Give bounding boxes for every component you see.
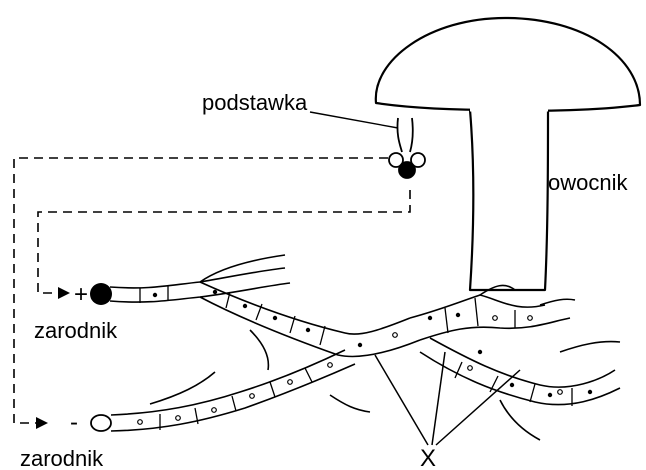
label-fruiting-body: owocnik	[548, 170, 628, 195]
hypha-side-2	[150, 372, 215, 404]
basidium-leader-line	[310, 112, 398, 128]
hypha-side-7	[330, 395, 370, 412]
arrowhead-plus	[58, 287, 70, 299]
spore-plus	[90, 283, 112, 305]
basidiospore-dark	[399, 162, 415, 178]
label-basidium: podstawka	[202, 90, 308, 115]
hypha-right-lower-edge	[420, 318, 570, 340]
arrowhead-minus	[36, 417, 48, 429]
mushroom-cap	[376, 18, 640, 111]
label-spore-top: zarodnik	[34, 318, 118, 343]
hypha-plus-branch-top	[200, 282, 410, 334]
hypha-side-1	[200, 255, 285, 282]
dashed-path-minus	[14, 158, 388, 423]
mushroom-stem	[470, 110, 548, 290]
hypha-right-upper-edge	[410, 295, 545, 318]
hypha-lower-right-bottom	[420, 352, 620, 405]
nuclei-open	[138, 316, 563, 425]
hypha-side-6	[500, 400, 540, 440]
hypha-side-8	[560, 342, 620, 352]
spore-minus	[91, 415, 111, 431]
hypha-lower-right-top	[430, 338, 615, 387]
hypha-side-3	[250, 330, 268, 370]
hypha-plus-lower-edge	[110, 283, 290, 302]
basidium-sterigma-right	[410, 118, 413, 152]
label-plus-sign: +	[74, 281, 88, 308]
hypha-side-5	[540, 299, 575, 305]
label-x-marker: X	[420, 445, 436, 470]
label-minus-sign: -	[70, 409, 78, 436]
x-pointer-lines	[375, 352, 520, 445]
basidium-sterigma-left	[397, 118, 402, 152]
label-spore-bottom: zarodnik	[20, 446, 104, 470]
hypha-plus-upper-edge	[110, 268, 285, 288]
